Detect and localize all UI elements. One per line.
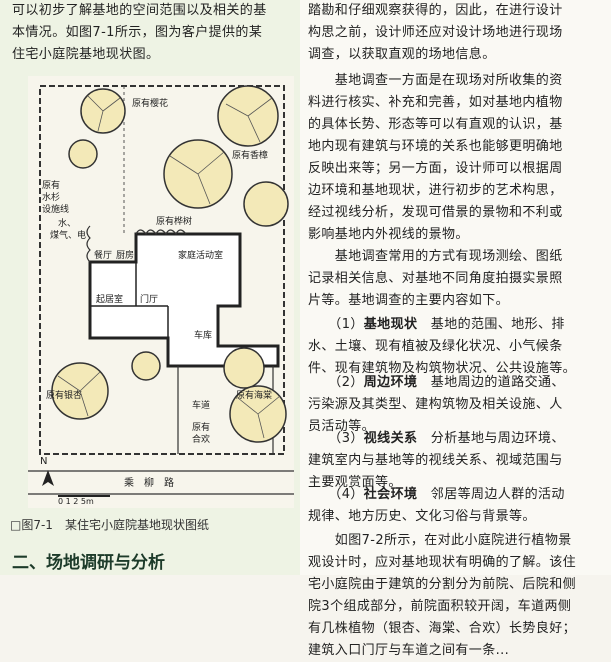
- item-2-num: （2）: [308, 375, 364, 390]
- label-driveway: 车道: [192, 399, 210, 411]
- label-birch: 原有桦树: [156, 215, 192, 227]
- item-1-num: （1）: [308, 317, 364, 332]
- site-plan-drawing: 原有樱花 原有香樟 原有桦树 原有 水杉 设施线 水、 煤气、电 餐厅 厨房 家…: [28, 76, 294, 508]
- label-shrub: 原有: [42, 179, 60, 191]
- item-1: （1）基地现状 基地的范围、地形、排 水、土壤、现有植被及绿化状况、小气候条 件…: [308, 314, 608, 380]
- label-foyer: 门厅: [140, 293, 158, 305]
- shrub-2-icon: [131, 351, 161, 381]
- item-3-body: 分析基地与周边环境、 建筑室内与基地等的视线关系、视域范围与 主要观赏面等。: [308, 431, 565, 490]
- begonia-tree-icon: [223, 347, 265, 389]
- label-albizia: 原有: [192, 421, 210, 433]
- left-column: 可以初步了解基地的空间范围以及相关的基 本情况。如图7-1所示，图为客户提供的某…: [0, 0, 300, 575]
- camphor-tree-icon: [243, 181, 289, 227]
- label-dining: 餐厅: [94, 249, 112, 261]
- site-plan-figure: 原有樱花 原有香樟 原有桦树 原有 水杉 设施线 水、 煤气、电 餐厅 厨房 家…: [28, 76, 294, 508]
- para-2: 基地调查一方面是在现场对所收集的资 料进行核实、补充和完善，如对基地内植物 的具…: [308, 73, 563, 242]
- label-sakura: 原有樱花: [132, 97, 168, 109]
- figure-caption: □图7-1 某住宅小庭院基地现状图纸: [10, 518, 209, 532]
- label-garage: 车库: [194, 329, 212, 341]
- item-4-num: （4）: [308, 487, 364, 502]
- item-3: （3）视线关系 分析基地与周边环境、 建筑室内与基地等的视线关系、视域范围与 主…: [308, 428, 608, 494]
- north-arrow-icon: N: [40, 456, 47, 467]
- para-3: 基地调查常用的方式有现场测绘、图纸 记录相关信息、对基地不同角度拍摄实景照 片等…: [308, 249, 563, 308]
- para-1: 踏勘和仔细观察获得的，因此，在进行设计 构思之前，设计师还应对设计场地进行现场 …: [308, 3, 563, 62]
- item-3-head: 视线关系: [363, 431, 418, 446]
- section-title: 二、场地调研与分析: [12, 553, 165, 573]
- item-3-num: （3）: [308, 431, 364, 446]
- label-living: 起居室: [96, 293, 123, 305]
- label-kitchen: 厨房: [116, 249, 134, 261]
- item-4-head: 社会环境: [363, 487, 418, 502]
- label-albizia-2: 合欢: [192, 433, 210, 445]
- label-utilities: 水、: [58, 217, 76, 229]
- label-shrub-3: 设施线: [42, 203, 69, 215]
- item-1-head: 基地现状: [363, 317, 418, 332]
- label-utilities-2: 煤气、电: [50, 229, 86, 241]
- compass-icon: [42, 470, 54, 486]
- label-shrub-2: 水杉: [42, 191, 60, 203]
- label-family-room: 家庭活动室: [178, 249, 223, 261]
- label-road: 乘 柳 路: [124, 476, 174, 489]
- item-1-body: 基地的范围、地形、排 水、土壤、现有植被及绿化状况、小气候条 件、现有建筑物及构…: [308, 317, 577, 376]
- shrub-icon: [68, 139, 98, 169]
- label-ginkgo: 原有银杏: [46, 389, 82, 401]
- intro-paragraph: 可以初步了解基地的空间范围以及相关的基 本情况。如图7-1所示，图为客户提供的某…: [12, 3, 267, 62]
- item-4-body: 邻居等周边人群的活动 规律、地方历史、文化习俗与背景等。: [308, 487, 565, 524]
- scale-bar: 0 1 2 5m: [58, 497, 94, 506]
- para-4: 如图7-2所示，在对此小庭院进行植物景 观设计时，应对基地现状有明确的了解。该住…: [308, 533, 577, 658]
- right-column: 踏勘和仔细观察获得的，因此，在进行设计 构思之前，设计师还应对设计场地进行现场 …: [300, 0, 611, 658]
- item-2: （2）周边环境 基地周边的道路交通、 污染源及其类型、建构筑物及相关设施、人 员…: [308, 372, 608, 438]
- item-4: （4）社会环境 邻居等周边人群的活动 规律、地方历史、文化习俗与背景等。: [308, 484, 608, 528]
- label-begonia: 原有海棠: [236, 389, 272, 401]
- label-camphor: 原有香樟: [232, 149, 268, 161]
- item-2-body: 基地周边的道路交通、 污染源及其类型、建构筑物及相关设施、人 员活动等。: [308, 375, 565, 434]
- item-2-head: 周边环境: [363, 375, 418, 390]
